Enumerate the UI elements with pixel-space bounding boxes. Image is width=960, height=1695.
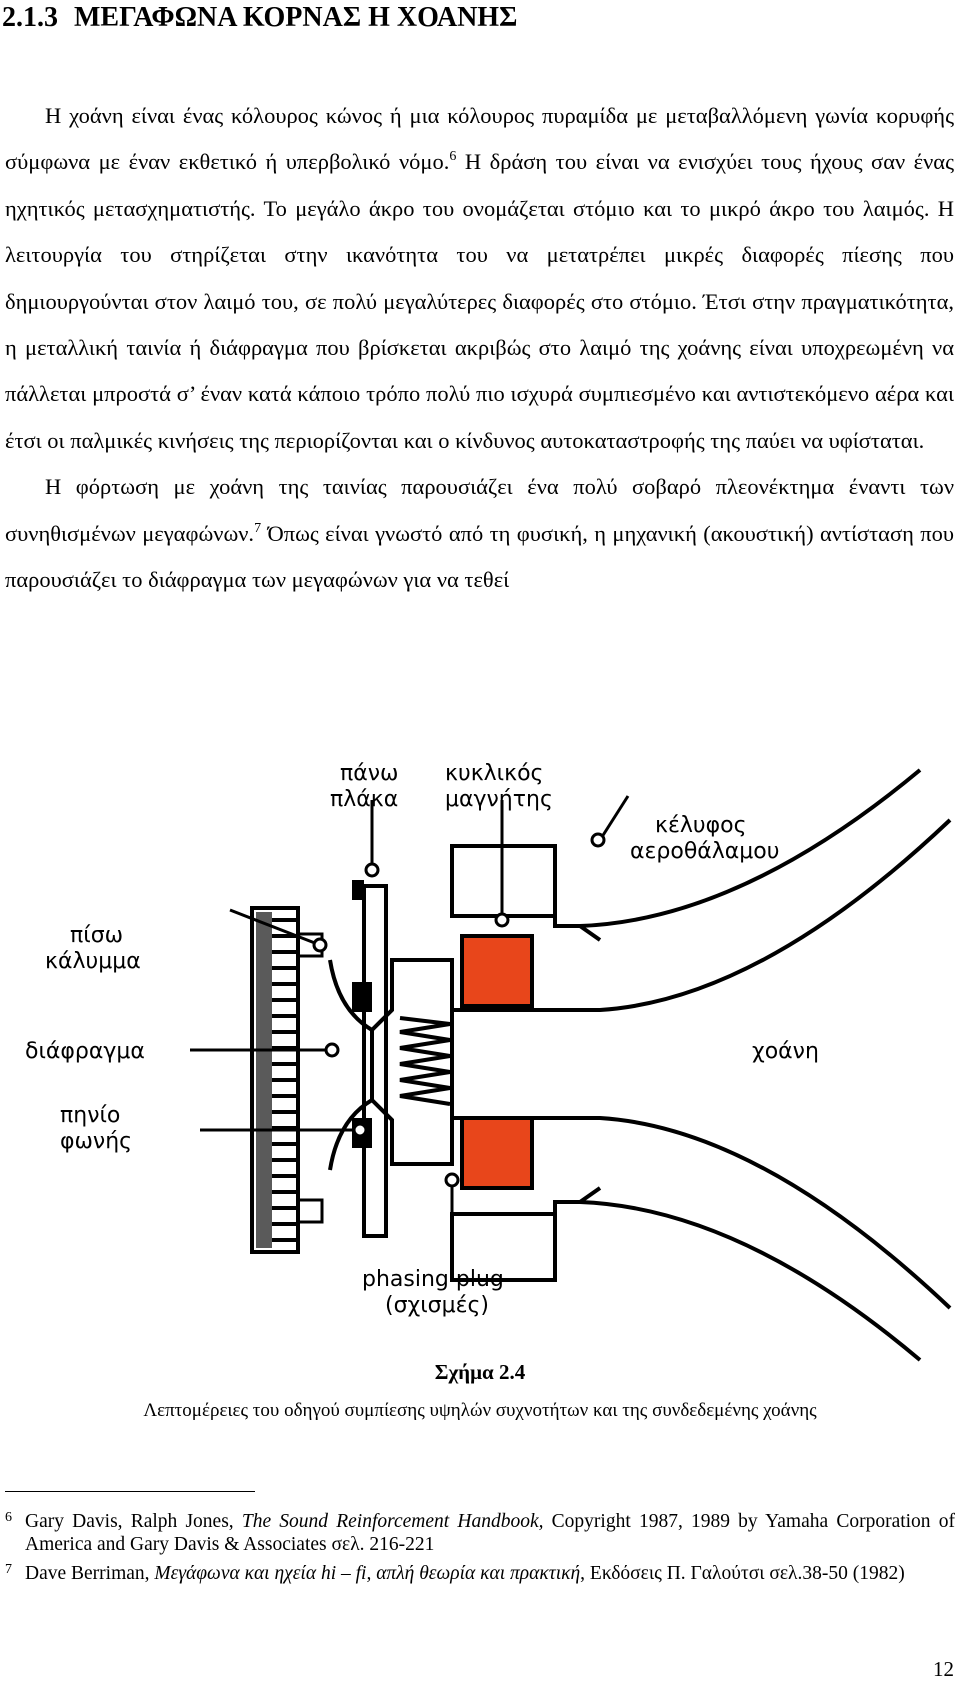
phasing-plug-shape [370,958,454,1166]
figure-number: Σχήμα 2.4 [434,1360,526,1384]
section-number: 2.1.3 [2,2,58,33]
section-title: ΜΕΓΑΦΩΝΑ ΚΟΡΝΑΣ Η ΧΟΑΝΗΣ [74,2,518,33]
paragraph-1-text-a: Η χοάνη είναι ένας κόλουρος κώνος ή μια … [5,103,954,175]
magnet-bottom [460,1116,534,1190]
magnet-housing-shape [450,844,602,1282]
label-chamber-2: αεροθάλαμου [630,839,780,864]
page-number: 12 [933,1657,954,1681]
label-horn: χοάνη [752,1039,819,1064]
magnet-top [460,934,534,1008]
top-plate-shape [352,880,388,1238]
label-back-cover-1: πίσω [70,923,123,948]
label-coil-1: πηνίο [60,1103,120,1128]
paragraph-1: Η χοάνη είναι ένας κόλουρος κώνος ή μια … [5,93,954,464]
paragraph-2-text-b: Όπως είναι γνωστό από τη φυσική, η μηχαν… [5,520,955,593]
footnote-7-mark: 7 [5,1562,12,1577]
footnote-7-authors: Dave Berriman, [25,1563,155,1584]
footnote-6-rest: Copyright 1987, 1989 by Yamaha Corporati… [25,1511,955,1555]
label-magnet-1: κυκλικός [445,761,543,786]
paragraph-2-text-a: Η φόρτωση με χοάνη της ταινίας παρουσιάζ… [5,474,954,546]
paragraph-2: Η φόρτωση με χοάνη της ταινίας παρουσιάζ… [5,464,954,603]
footnote-6-title: The Sound Reinforcement Handbook, [241,1511,544,1532]
footnote-7-title: Μεγάφωνα και ηχεία hi – fi, απλή θεωρία … [154,1563,581,1584]
label-coil-2: φωνής [60,1129,132,1154]
label-plug-2: (σχισμές) [385,1293,489,1318]
label-top-plate-2: πλάκα [330,787,398,812]
figure-caption: Λεπτομέρειες του οδηγού συμπίεσης υψηλών… [143,1400,817,1421]
footnote-7: 7 Dave Berriman, Μεγάφωνα και ηχεία hi –… [5,1562,955,1585]
section-heading: 2.1.3 ΜΕΓΑΦΩΝΑ ΚΟΡΝΑΣ Η ΧΟΑΝΗΣ [2,2,517,34]
footnote-6: 6 Gary Davis, Ralph Jones, The Sound Rei… [5,1510,955,1556]
label-chamber-1: κέλυφος [655,813,747,838]
label-plug-1: phasing plug [362,1267,504,1292]
horn-shape [452,768,952,1362]
footnote-divider [5,1491,255,1492]
back-cover-shape [250,906,324,1254]
label-magnet-2: μαγνήτης [445,787,553,812]
paragraph-1-text-b: Η δράση του είναι να ενισχύει τους ήχους… [5,149,954,453]
leader-lines [190,795,630,1240]
label-back-cover-2: κάλυμμα [45,949,141,974]
label-diaphragm: διάφραγμα [25,1039,145,1064]
footnote-6-mark: 6 [5,1510,12,1525]
footnote-ref-7[interactable]: 7 [254,520,262,536]
footnote-7-rest: , Εκδόσεις Π. Γαλούτσι σελ.38-50 (1982) [580,1563,905,1584]
compression-driver-figure: πάνω πλάκα κυκλικός μαγνήτης κέλυφος αερ… [0,760,960,1370]
footnote-6-authors: Gary Davis, Ralph Jones, [25,1511,242,1532]
footnote-ref-6[interactable]: 6 [449,149,457,165]
body-text: Η χοάνη είναι ένας κόλουρος κώνος ή μια … [5,93,954,603]
label-top-plate-1: πάνω [340,761,398,786]
compression-driver-diagram: πάνω πλάκα κυκλικός μαγνήτης κέλυφος αερ… [25,761,952,1362]
